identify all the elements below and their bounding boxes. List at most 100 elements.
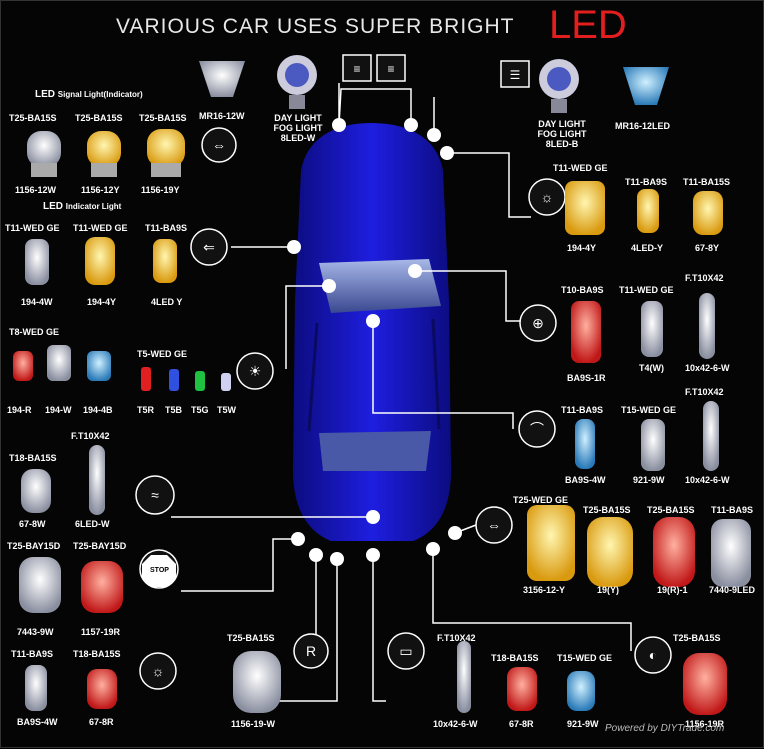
svg-text:≡: ≡ xyxy=(387,62,394,76)
label-sig-t25-2: T25-BA15S xyxy=(75,113,123,123)
svg-text:⌒: ⌒ xyxy=(530,421,544,437)
svg-text:≈: ≈ xyxy=(151,487,159,503)
label-6led-w: 6LED-W xyxy=(75,519,110,529)
label-t8-wedge: T8-WED GE xyxy=(9,327,60,337)
label-mr16-12w: MR16-12W xyxy=(199,111,245,121)
svg-text:R: R xyxy=(306,643,316,659)
label-r2-ba9s-1r: BA9S-1R xyxy=(567,373,606,383)
label-1156-12y: 1156-12Y xyxy=(81,185,120,195)
watermark-text: Powered by DIYTrade.com xyxy=(605,723,725,734)
label-ba9s-4w: BA9S-4W xyxy=(17,717,58,727)
svg-text:⊕: ⊕ xyxy=(532,315,544,331)
svg-text:⇔: ⇔ xyxy=(212,137,226,153)
svg-text:≡: ≡ xyxy=(353,62,360,76)
function-icons xyxy=(135,54,672,690)
svg-text:☰: ☰ xyxy=(510,68,521,82)
label-bl-t11-ba9s: T11-BA9S xyxy=(11,649,54,659)
label-r1-194-4y: 194-4Y xyxy=(567,243,597,253)
label-ind-t11-2: T11-WED GE xyxy=(73,223,128,233)
svg-text:⇐: ⇐ xyxy=(203,239,215,255)
label-67-8r: 67-8R xyxy=(89,717,114,727)
label-r4-t11-ba9s: T11-BA9S xyxy=(711,505,754,515)
label-bot-t25-r: T25-BA15S xyxy=(673,633,721,643)
label-4led-y: 4LED Y xyxy=(151,297,183,307)
stop-sign-icon xyxy=(142,555,176,587)
label-r3-t15-wedge: T15-WED GE xyxy=(621,405,677,415)
label-ind-t11-ba9s: T11-BA9S xyxy=(145,223,188,233)
label-r1-4led-y: 4LED-Y xyxy=(631,243,664,253)
car-illustration xyxy=(293,123,451,541)
label-r4-7440-9led: 7440-9LED xyxy=(709,585,756,595)
label-1157-19r: 1157-19R xyxy=(81,627,121,637)
diagram-title-accent: LED xyxy=(549,3,627,47)
label-r2-t11-wedge: T11-WED GE xyxy=(619,285,674,295)
stop-label: STOP xyxy=(150,567,169,574)
label-r1-67-8y: 67-8Y xyxy=(695,243,720,253)
label-r4-19r-1: 19(R)-1 xyxy=(657,585,688,595)
label-t5-wedge: T5-WED GE xyxy=(137,349,188,359)
label-ind-t11-1: T11-WED GE xyxy=(5,223,60,233)
label-bot-67-8r: 67-8R xyxy=(509,719,534,729)
label-194-r: 194-R xyxy=(7,405,32,415)
diagram-title: VARIOUS CAR USES SUPER BRIGHT xyxy=(116,15,515,38)
label-bot-10x42: 10x42-6-W xyxy=(433,719,478,729)
label-bay15d-2: T25-BAY15D xyxy=(73,541,127,551)
label-7443-9w: 7443-9W xyxy=(17,627,54,637)
label-sig-t25-1: T25-BA15S xyxy=(9,113,57,123)
label-bot-921-9w: 921-9W xyxy=(567,719,599,729)
label-r2-10x42: 10x42-6-W xyxy=(685,363,730,373)
label-t5r: T5R xyxy=(137,405,155,415)
label-r3-t11-ba9s: T11-BA9S xyxy=(561,405,604,415)
svg-text:☀: ☀ xyxy=(249,363,262,379)
label-1156-19-w: 1156-19-W xyxy=(231,719,276,729)
label-r4-t25-ba15s-1: T25-BA15S xyxy=(583,505,631,515)
label-194-w: 194-W xyxy=(45,405,72,415)
section-indicator-light: LED Indicator Light xyxy=(43,201,122,212)
label-bot-t15: T15-WED GE xyxy=(557,653,613,663)
label-194-4w: 194-4W xyxy=(21,297,53,307)
svg-text:◐: ◐ xyxy=(649,647,657,663)
label-r3-921-9w: 921-9W xyxy=(633,475,665,485)
label-mr16-12led: MR16-12LED xyxy=(615,121,671,131)
label-r2-t4w: T4(W) xyxy=(639,363,664,373)
svg-text:▭: ▭ xyxy=(399,643,412,659)
label-t5w: T5W xyxy=(217,405,236,415)
label-194-4y: 194-4Y xyxy=(87,297,117,307)
label-r4-19y: 19(Y) xyxy=(597,585,620,595)
label-r2-ft10x42: F.T10X42 xyxy=(685,273,724,283)
label-t18-ba15s: T18-BA15S xyxy=(9,453,57,463)
label-67-8w: 67-8W xyxy=(19,519,46,529)
connector-dots xyxy=(287,118,462,566)
svg-text:☼: ☼ xyxy=(152,663,165,679)
label-r1-t11-wedge: T11-WED GE xyxy=(553,163,608,173)
label-bot-ft10x42: F.T10X42 xyxy=(437,633,476,643)
svg-text:☼: ☼ xyxy=(541,189,554,205)
label-t5g: T5G xyxy=(191,405,209,415)
label-r2-t10-ba9s: T10-BA9S xyxy=(561,285,604,295)
label-r1-t11-ba9s: T11-BA9S xyxy=(625,177,668,187)
label-194-4b: 194-4B xyxy=(83,405,113,415)
label-1156-19r: 1156-19R xyxy=(685,719,725,729)
svg-text:⇔: ⇔ xyxy=(487,517,501,533)
label-r4-3156-12-y: 3156-12-Y xyxy=(523,585,566,595)
label-r3-10x42: 10x42-6-W xyxy=(685,475,730,485)
label-r4-t25-ba15s-2: T25-BA15S xyxy=(647,505,695,515)
label-sig-t25-3: T25-BA15S xyxy=(139,113,187,123)
label-bot-t18: T18-BA15S xyxy=(491,653,539,663)
section-signal-light: LED Signal Light(Indicator) xyxy=(35,89,143,100)
label-r3-ba9s-4w: BA9S-4W xyxy=(565,475,606,485)
label-ft10x42: F.T10X42 xyxy=(71,431,110,441)
label-bay15d-1: T25-BAY15D xyxy=(7,541,61,551)
label-r4-t25-wedge: T25-WED GE xyxy=(513,495,569,505)
label-1156-19y: 1156-19Y xyxy=(141,185,180,195)
bulb-images xyxy=(13,55,751,715)
label-bot-t25: T25-BA15S xyxy=(227,633,275,643)
label-r1-t11-ba15s: T11-BA15S xyxy=(683,177,731,187)
label-t5b: T5B xyxy=(165,405,183,415)
label-1156-12w: 1156-12W xyxy=(15,185,57,195)
label-r3-ft10x42: F.T10X42 xyxy=(685,387,724,397)
